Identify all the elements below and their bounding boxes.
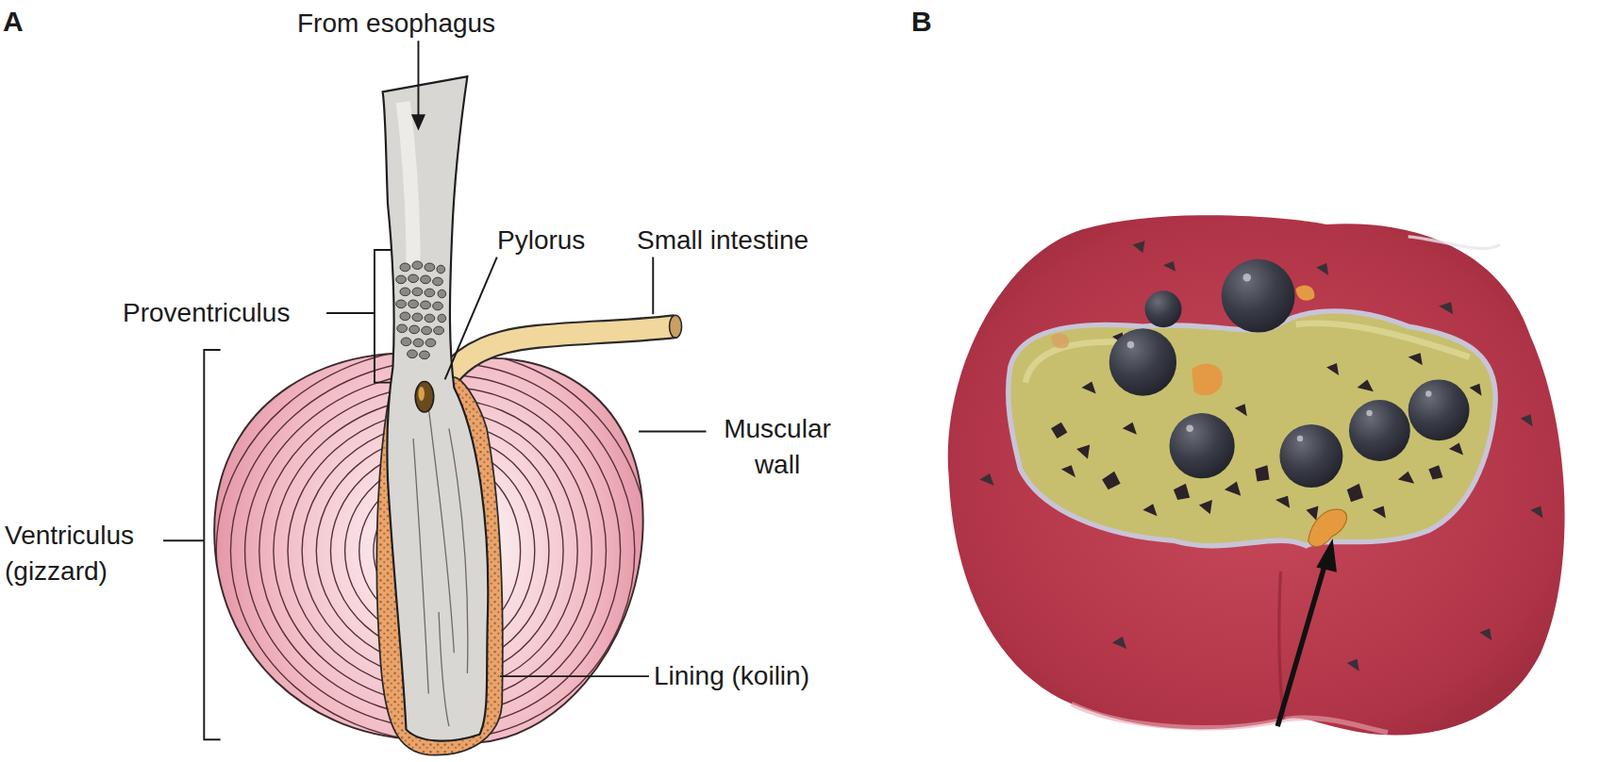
part-label: Pylorus xyxy=(497,222,585,259)
part-label: Lining (koilin) xyxy=(653,658,810,695)
part-label: Muscular wall xyxy=(707,411,848,484)
panel-letter: B xyxy=(911,2,933,42)
part-label: Small intestine xyxy=(636,222,809,259)
part-label: From esophagus xyxy=(297,5,496,42)
part-label: Proventriculus xyxy=(122,295,290,332)
panel-letter: A xyxy=(2,2,24,42)
part-label: Ventriculus (gizzard) xyxy=(4,517,173,590)
